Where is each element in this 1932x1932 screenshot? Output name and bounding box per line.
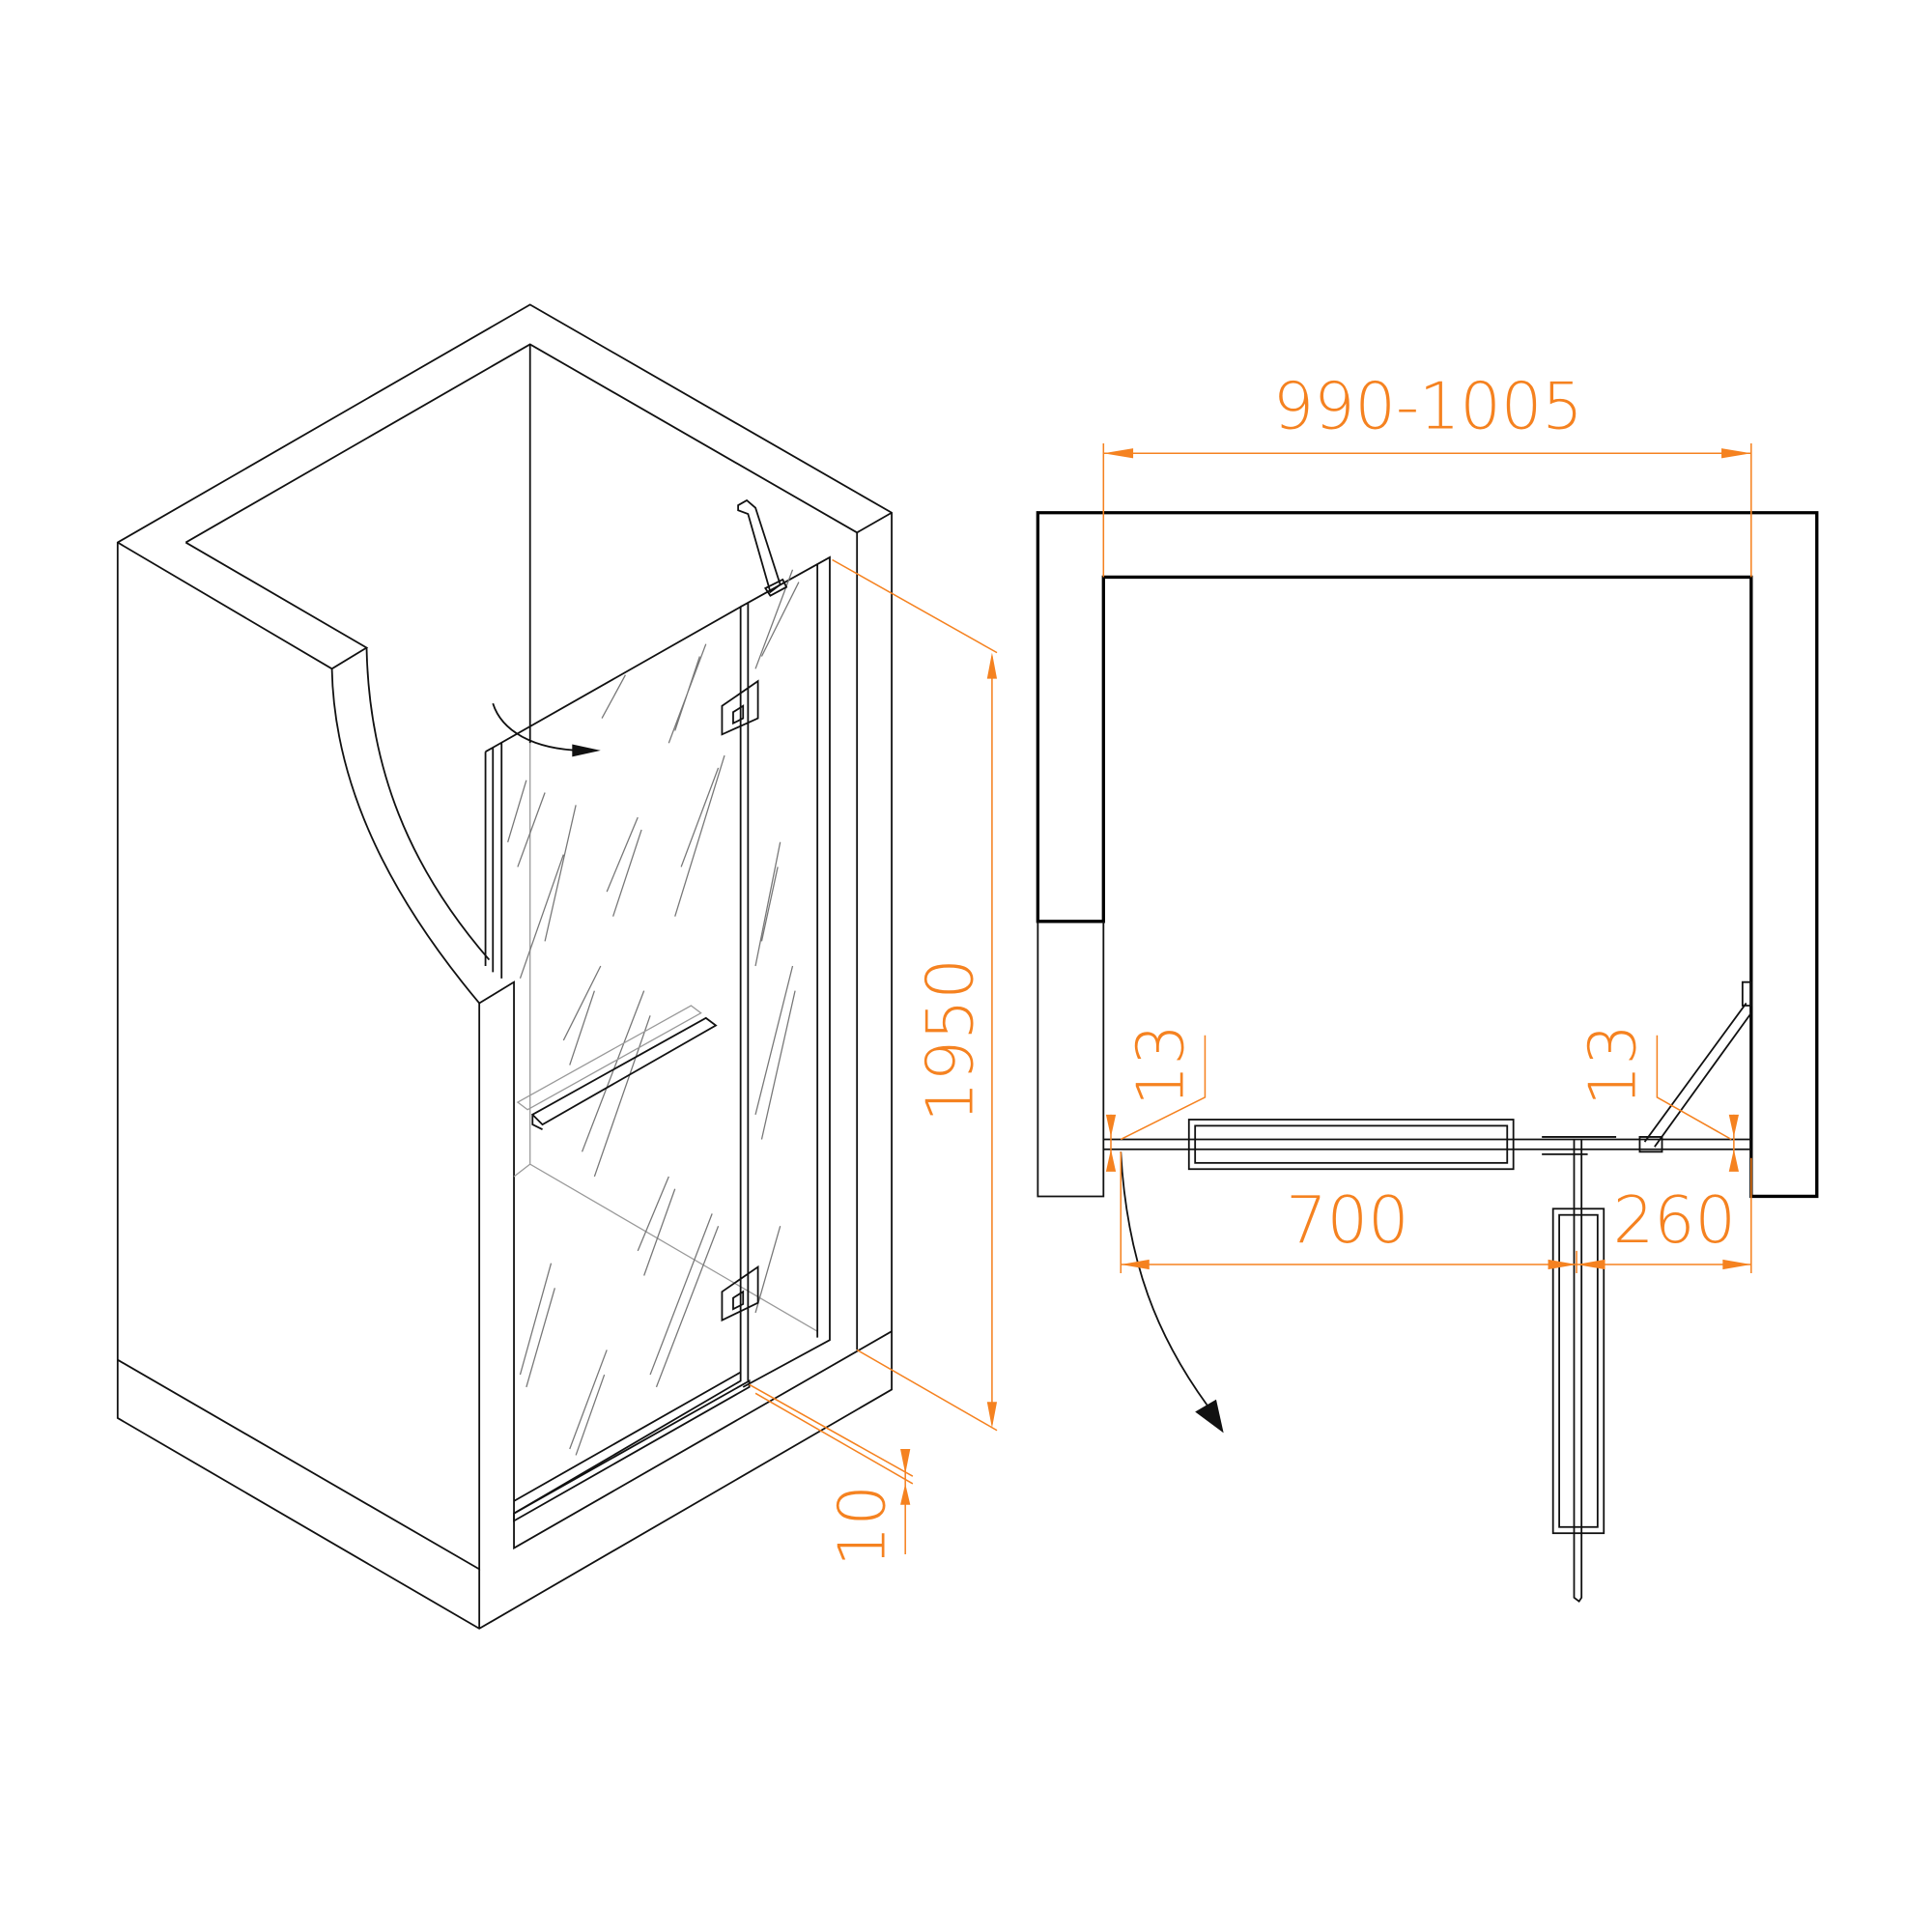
wall-outline	[116, 303, 893, 1630]
support-arm	[737, 498, 788, 597]
left-gap-label: 13	[1122, 1024, 1198, 1106]
height-label: 1950	[912, 958, 987, 1122]
towel-bar-reflection	[516, 1005, 702, 1111]
threshold-label: 10	[824, 1485, 899, 1567]
inner-top-edge	[185, 343, 893, 1350]
plan-view: 990-1005 700 260 13 13	[1036, 369, 1819, 1603]
right-gap-dimension: 13	[1575, 1024, 1739, 1172]
hinge-top[interactable]	[721, 679, 759, 736]
hinge-bottom[interactable]	[721, 1264, 759, 1322]
open-door-towel-bar	[1551, 1208, 1605, 1535]
door-swing-arrow-icon	[492, 702, 582, 752]
left-gap-dimension: 13	[1105, 1024, 1207, 1172]
threshold-dimension: 10	[749, 1383, 914, 1567]
floor-edge	[117, 980, 893, 1571]
door-swing-arc	[1120, 1151, 1208, 1406]
width-range-label: 990-1005	[1273, 369, 1583, 444]
towel-bar-plan[interactable]	[1187, 1119, 1515, 1171]
open-door-plan[interactable]	[1573, 1139, 1583, 1603]
curved-wall-edge	[330, 647, 491, 1005]
wall-cut-top	[117, 541, 481, 1629]
right-gap-label: 13	[1575, 1024, 1650, 1106]
towel-bar-plan-inner	[1194, 1124, 1509, 1164]
back-floor-line	[513, 743, 818, 1332]
door-glass-panel	[484, 605, 742, 1515]
fixed-glass-panel	[740, 555, 831, 1388]
width-range-dimension: 990-1005	[1102, 369, 1752, 578]
wall-stub	[1037, 921, 1105, 1198]
bottom-seal	[513, 1378, 751, 1522]
isometric-view: 1950 10	[116, 303, 998, 1630]
fixed-panel-width-label: 260	[1613, 1182, 1736, 1258]
glass-line	[1103, 1136, 1751, 1155]
door-swing-arrowhead	[572, 744, 601, 757]
door-width-label: 700	[1286, 1182, 1408, 1258]
door-width-dimension: 700 260	[1120, 1151, 1752, 1273]
glass-texture	[507, 569, 800, 1456]
towel-bar[interactable]	[530, 1016, 718, 1131]
open-door-towel-bar-inner	[1558, 1213, 1599, 1528]
height-dimension: 1950	[832, 558, 998, 1432]
support-arm-plan	[1638, 980, 1752, 1153]
door-swing-arrowhead-plan	[1195, 1399, 1224, 1434]
